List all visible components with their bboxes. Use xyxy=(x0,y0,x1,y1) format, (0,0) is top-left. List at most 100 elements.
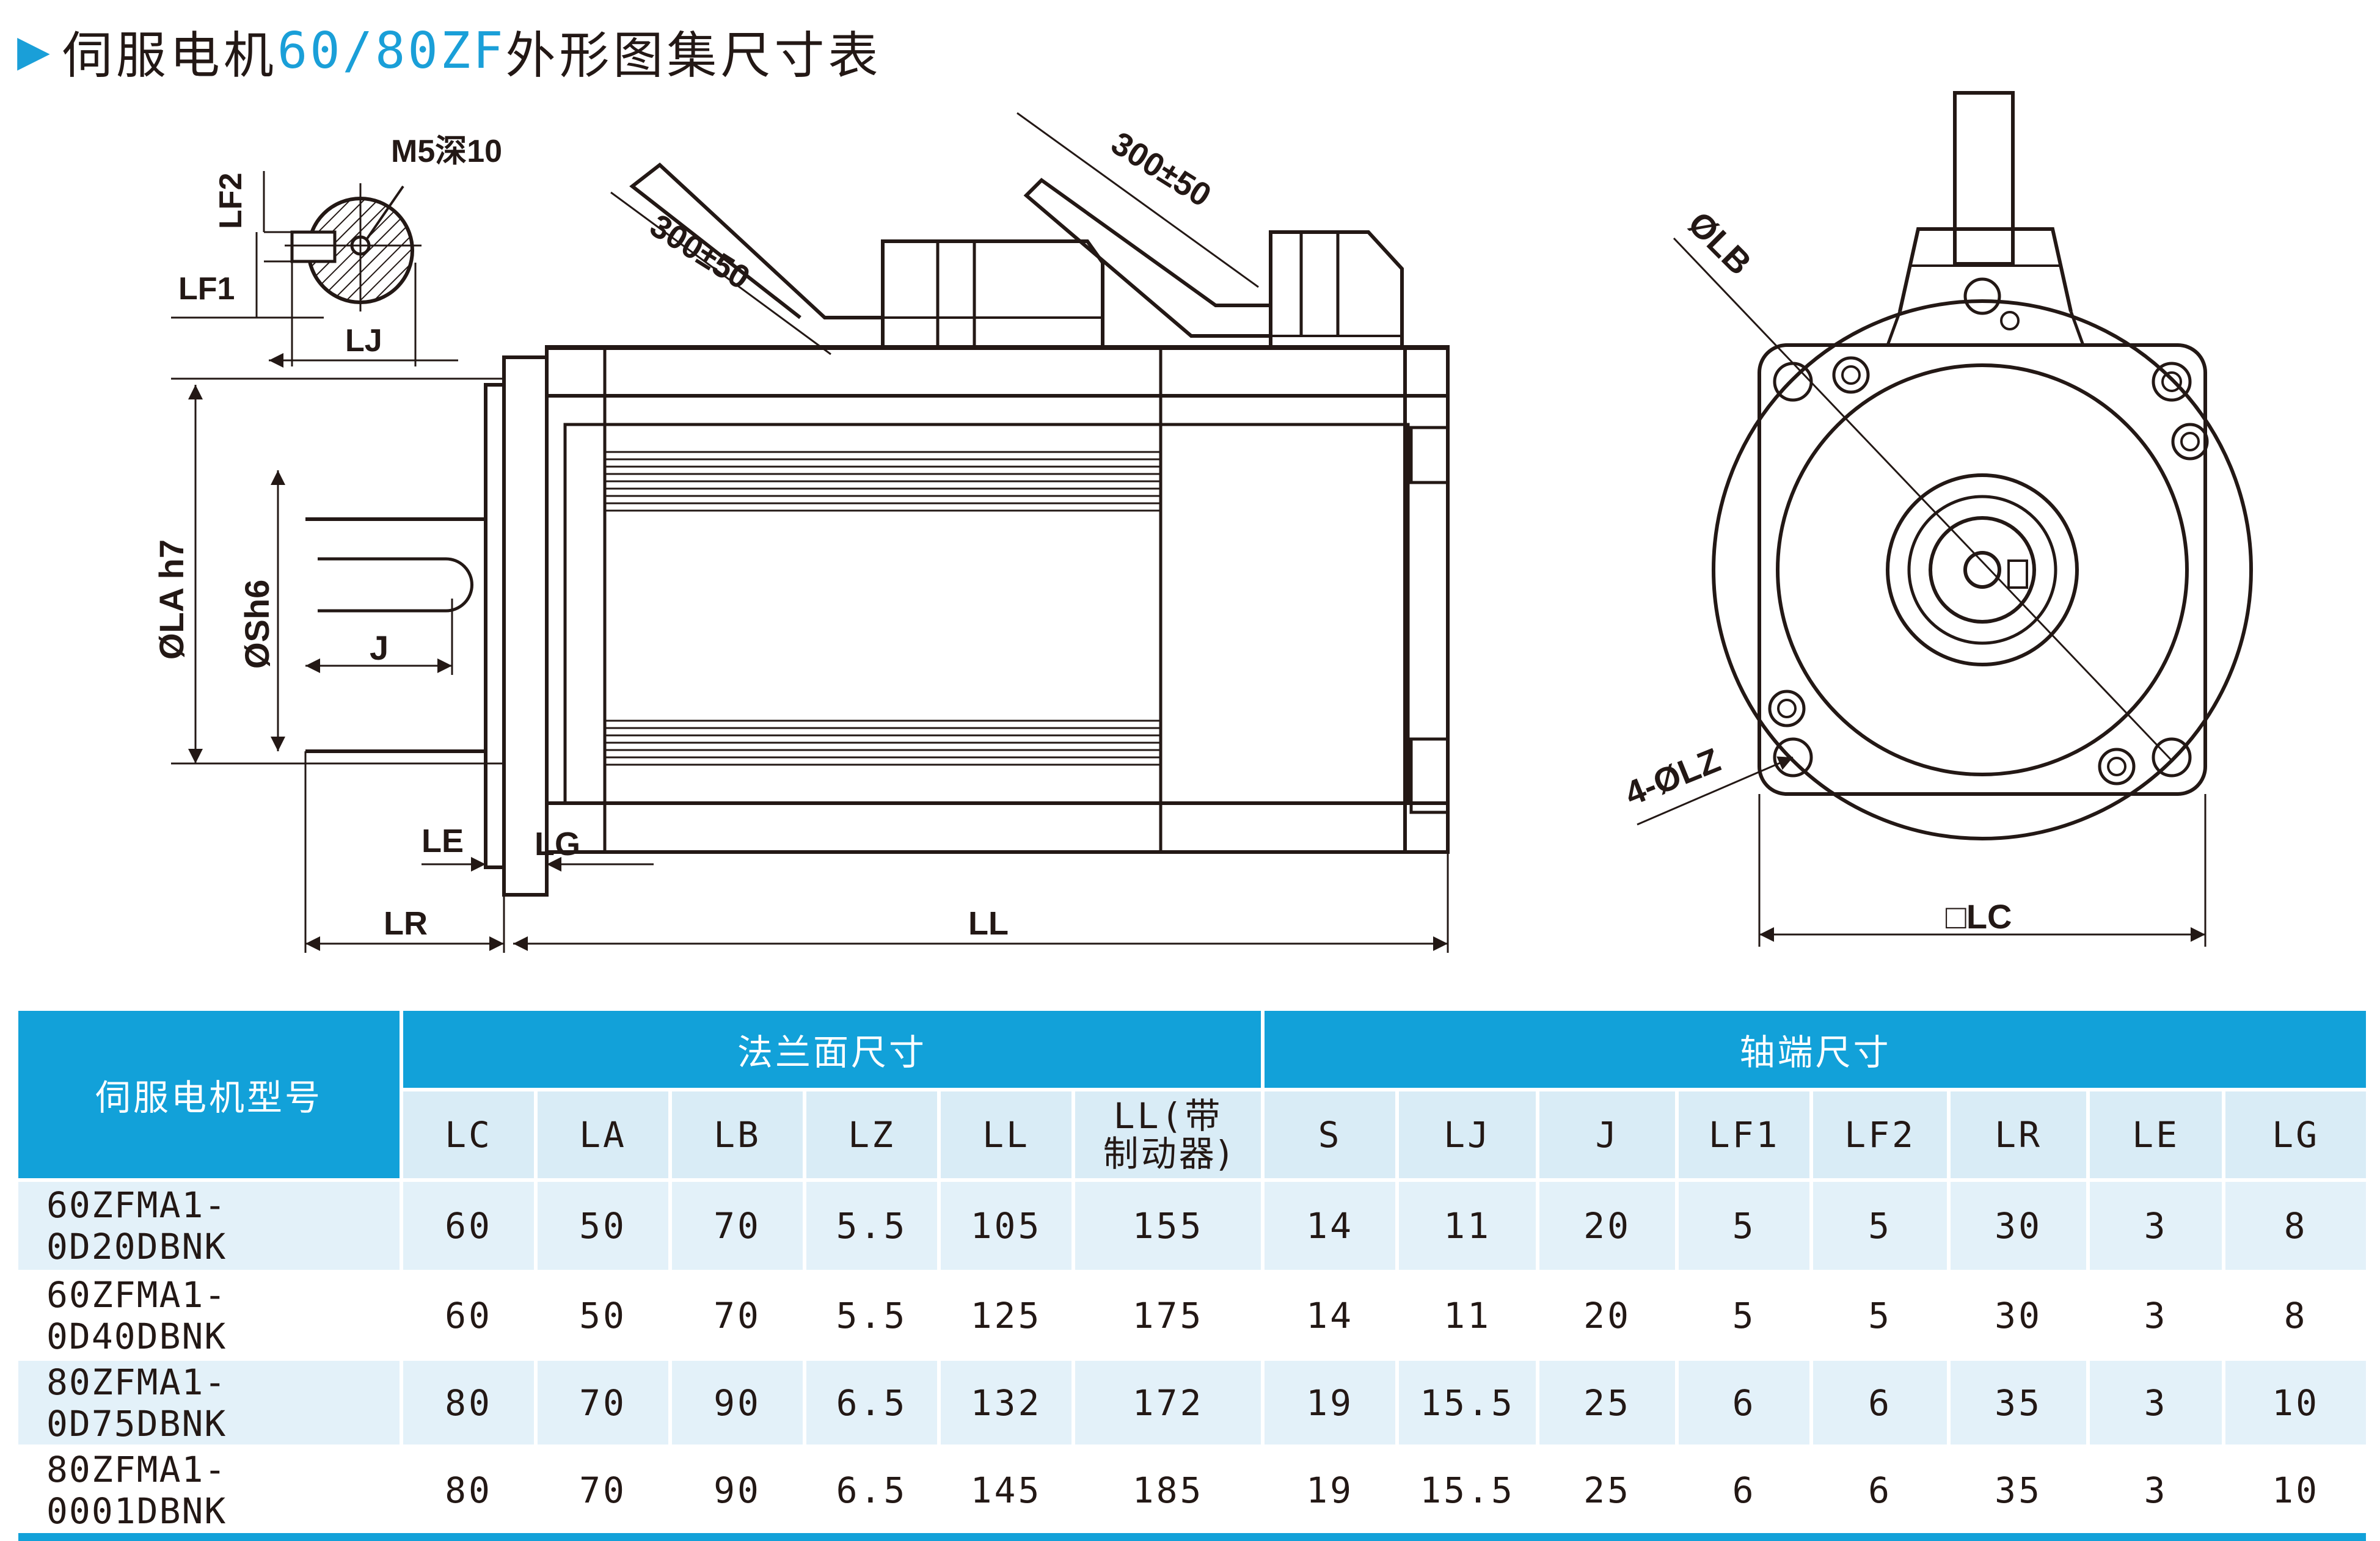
cell-value: 3 xyxy=(2090,1361,2226,1448)
cell-value: 5 xyxy=(1679,1273,1814,1361)
cell-value: 8 xyxy=(2225,1182,2367,1273)
header-flange-dimensions: 法兰面尺寸 xyxy=(403,1011,1265,1091)
cell-value: 20 xyxy=(1539,1182,1679,1273)
col-ll-brake-line2: 制动器) xyxy=(1103,1133,1233,1175)
cell-value: 5 xyxy=(1813,1273,1951,1361)
cell-value: 10 xyxy=(2225,1361,2367,1448)
motor-front-view xyxy=(1637,91,2253,947)
cell-value: 6 xyxy=(1813,1448,1951,1536)
cell-value: 145 xyxy=(941,1448,1075,1536)
cell-value: 5.5 xyxy=(806,1182,941,1273)
cell-value: 6 xyxy=(1813,1361,1951,1448)
page-title: ▶ 伺服电机 60/80ZF 外形图集尺寸表 xyxy=(17,17,882,85)
label-le: LE xyxy=(422,823,464,859)
header-model: 伺服电机型号 xyxy=(18,1011,403,1182)
cell-value: 70 xyxy=(672,1182,806,1273)
cell-value: 5 xyxy=(1679,1182,1814,1273)
col-le: LE xyxy=(2090,1091,2226,1182)
cell-value: 11 xyxy=(1399,1182,1540,1273)
title-prefix: 伺服电机 xyxy=(62,26,277,85)
label-ll: LL xyxy=(968,905,1009,942)
cell-value: 50 xyxy=(538,1182,672,1273)
cell-value: 25 xyxy=(1539,1361,1679,1448)
cell-value: 6.5 xyxy=(806,1448,941,1536)
cell-value: 60 xyxy=(403,1273,538,1361)
side-view-dimensions xyxy=(171,112,1449,953)
title-suffix: 外形图集尺寸表 xyxy=(505,26,882,85)
cell-value: 35 xyxy=(1951,1361,2090,1448)
label-lz: 4-ØLZ xyxy=(1619,740,1726,813)
cell-model: 60ZFMA1-0D20DBNK xyxy=(18,1182,403,1273)
cell-value: 70 xyxy=(538,1361,672,1448)
cell-value: 30 xyxy=(1951,1182,2090,1273)
motor-outline-drawing: M5深10 LF2 LF1 LJ 300±50 300±50 ØLA h7 ØS… xyxy=(152,91,2253,953)
cell-value: 11 xyxy=(1399,1273,1540,1361)
col-ll-brake-line1: LL(带 xyxy=(1113,1095,1223,1137)
col-lj: LJ xyxy=(1399,1091,1540,1182)
cell-value: 70 xyxy=(672,1273,806,1361)
cell-value: 5.5 xyxy=(806,1273,941,1361)
title-models: 60/80ZF xyxy=(277,21,506,80)
cell-value: 90 xyxy=(672,1361,806,1448)
cell-value: 30 xyxy=(1951,1273,2090,1361)
label-lg: LG xyxy=(535,826,580,862)
cell-value: 6.5 xyxy=(806,1361,941,1448)
label-lj: LJ xyxy=(345,323,382,359)
col-s: S xyxy=(1265,1091,1400,1182)
label-lf2: LF2 xyxy=(213,173,249,229)
label-lb: ØLB xyxy=(1681,204,1759,282)
cell-value: 3 xyxy=(2090,1273,2226,1361)
cell-value: 19 xyxy=(1265,1448,1400,1536)
cell-value: 14 xyxy=(1265,1182,1400,1273)
col-lf1: LF1 xyxy=(1679,1091,1814,1182)
label-cable-length-2: 300±50 xyxy=(1105,125,1217,214)
cell-value: 19 xyxy=(1265,1361,1400,1448)
col-j: J xyxy=(1539,1091,1679,1182)
motor-side-view xyxy=(305,162,1450,897)
col-ll-brake: LL(带 制动器) xyxy=(1075,1091,1265,1182)
bottom-rule xyxy=(18,1533,2366,1541)
label-cable-length-1: 300±50 xyxy=(644,207,756,296)
label-lc: □LC xyxy=(1946,897,2012,936)
triangle-bullet-icon: ▶ xyxy=(17,26,54,76)
cell-value: 175 xyxy=(1075,1273,1265,1361)
cell-value: 8 xyxy=(2225,1273,2367,1361)
drawing-labels: M5深10 LF2 LF1 LJ 300±50 300±50 ØLA h7 ØS… xyxy=(152,125,2012,942)
cell-value: 3 xyxy=(2090,1182,2226,1273)
cell-value: 6 xyxy=(1679,1448,1814,1536)
col-lg: LG xyxy=(2225,1091,2367,1182)
cell-value: 25 xyxy=(1539,1448,1679,1536)
cell-value: 6 xyxy=(1679,1361,1814,1448)
cell-value: 132 xyxy=(941,1361,1075,1448)
cell-value: 155 xyxy=(1075,1182,1265,1273)
cell-value: 105 xyxy=(941,1182,1075,1273)
cell-value: 80 xyxy=(403,1448,538,1536)
cell-value: 60 xyxy=(403,1182,538,1273)
cell-value: 15.5 xyxy=(1399,1361,1540,1448)
label-j: J xyxy=(370,628,389,667)
cell-model: 80ZFMA1-0001DBNK xyxy=(18,1448,403,1536)
cell-value: 20 xyxy=(1539,1273,1679,1361)
col-lb: LB xyxy=(672,1091,806,1182)
col-ll: LL xyxy=(941,1091,1075,1182)
label-la: ØLA h7 xyxy=(152,539,191,660)
label-sh6: ØSh6 xyxy=(238,580,276,669)
label-lr: LR xyxy=(384,905,428,942)
cell-value: 125 xyxy=(941,1273,1075,1361)
col-lf2: LF2 xyxy=(1813,1091,1951,1182)
col-la: LA xyxy=(538,1091,672,1182)
col-lz: LZ xyxy=(806,1091,941,1182)
cell-value: 90 xyxy=(672,1448,806,1536)
cell-value: 80 xyxy=(403,1361,538,1448)
cell-value: 35 xyxy=(1951,1448,2090,1536)
cell-value: 5 xyxy=(1813,1182,1951,1273)
label-m5: M5深10 xyxy=(391,134,502,169)
cell-value: 14 xyxy=(1265,1273,1400,1361)
cell-value: 185 xyxy=(1075,1448,1265,1536)
label-lf1: LF1 xyxy=(178,271,235,307)
cell-value: 50 xyxy=(538,1273,672,1361)
